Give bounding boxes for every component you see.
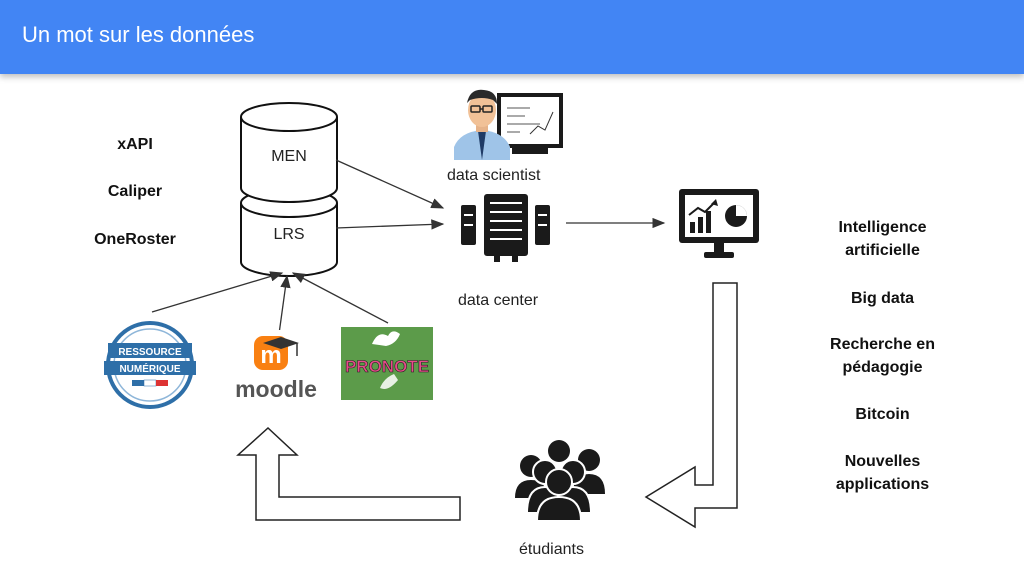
app-recherche-pedagogie: Recherche en pédagogie [830, 336, 935, 376]
data-scientist-icon [454, 89, 563, 160]
header-bar: Un mot sur les données [0, 0, 1024, 74]
slide-title: Un mot sur les données [22, 22, 255, 47]
db-label-lrs: LRS [273, 226, 305, 243]
students-group-icon [515, 440, 605, 522]
svg-text:m: m [260, 342, 281, 369]
standard-xapi: xAPI [117, 136, 153, 153]
standard-caliper: Caliper [107, 183, 163, 200]
db-label-men: MEN [271, 148, 307, 165]
database-stack-icon [240, 102, 338, 277]
badge-line1: RESSOURCE [118, 347, 182, 358]
server-rack-icon [461, 194, 550, 262]
app-intelligence-artificielle: Intelligence artificielle [838, 219, 927, 259]
arrow-lrs-to-datacenter [335, 219, 445, 230]
hollow-arrow-to-students [644, 282, 738, 529]
pronote-wordmark: PRONOTE [345, 357, 429, 376]
analytics-monitor-icon [679, 189, 759, 258]
app-nouvelles-applications: Nouvelles applications [835, 453, 930, 493]
app-big-data: Big data [850, 290, 915, 307]
badge-line2: NUMÉRIQUE [119, 362, 180, 375]
moodle-logo: m moodle [208, 330, 338, 403]
arrow-pronote-to-db [291, 272, 389, 324]
arrow-men-to-datacenter [335, 159, 445, 209]
hollow-arrow-to-sources [236, 426, 461, 521]
ressource-numerique-logo: RESSOURCE NUMÉRIQUE [93, 313, 206, 416]
arrow-moodle-to-db [278, 274, 291, 335]
label-students: étudiants [519, 541, 584, 558]
arrow-ressource-to-db [151, 271, 284, 313]
standard-oneroster: OneRoster [94, 231, 176, 248]
app-bitcoin: Bitcoin [855, 406, 910, 423]
moodle-wordmark: moodle [235, 376, 317, 402]
pronote-logo: PRONOTE [341, 327, 433, 400]
label-data-scientist: data scientist [447, 167, 541, 184]
label-data-center: data center [458, 292, 539, 309]
